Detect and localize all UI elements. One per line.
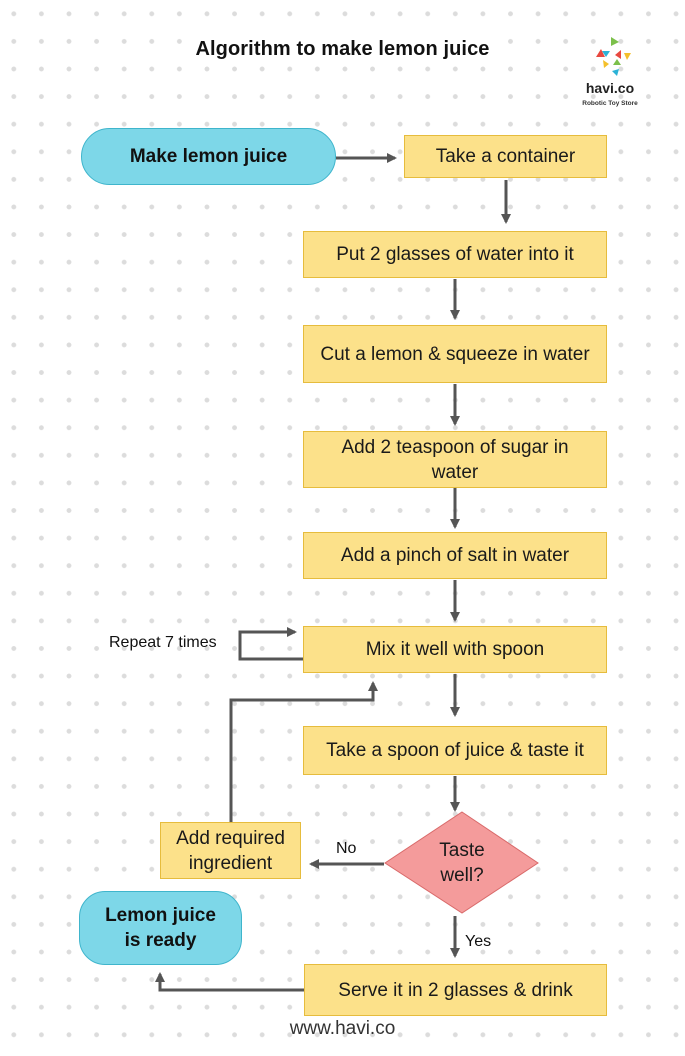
diagram-title: Algorithm to make lemon juice	[0, 38, 685, 61]
step-put-water: Put 2 glasses of water into it	[303, 231, 607, 278]
step-add-sugar: Add 2 teaspoon of sugar in water	[303, 431, 607, 488]
decision-label: Taste well?	[439, 840, 485, 886]
decision-diamond	[384, 811, 539, 914]
step-add-salt: Add a pinch of salt in water	[303, 532, 607, 579]
step-taste-juice: Take a spoon of juice & taste it	[303, 726, 607, 775]
no-label: No	[336, 840, 357, 857]
logo-tagline: Robotic Toy Store	[582, 100, 638, 107]
start-terminal: Make lemon juice	[81, 128, 336, 185]
step-mix-spoon: Mix it well with spoon	[303, 626, 607, 673]
arrow-serve-to-end	[155, 972, 304, 992]
step-add-ingredient: Add required ingredient	[160, 822, 301, 879]
footer-url: www.havi.co	[289, 1018, 396, 1039]
yes-label: Yes	[465, 933, 492, 950]
end-terminal: Lemon juice is ready	[79, 891, 242, 965]
logo-name: havi.co	[585, 80, 635, 96]
arrow-add-to-mix	[229, 681, 378, 822]
arrow-repeat-loop	[238, 627, 303, 661]
repeat-label: Repeat 7 times	[109, 634, 217, 651]
havi-logo-icon	[596, 37, 631, 76]
step-cut-lemon: Cut a lemon & squeeze in water	[303, 325, 607, 383]
step-take-container: Take a container	[404, 135, 607, 178]
step-serve: Serve it in 2 glasses & drink	[304, 964, 607, 1016]
